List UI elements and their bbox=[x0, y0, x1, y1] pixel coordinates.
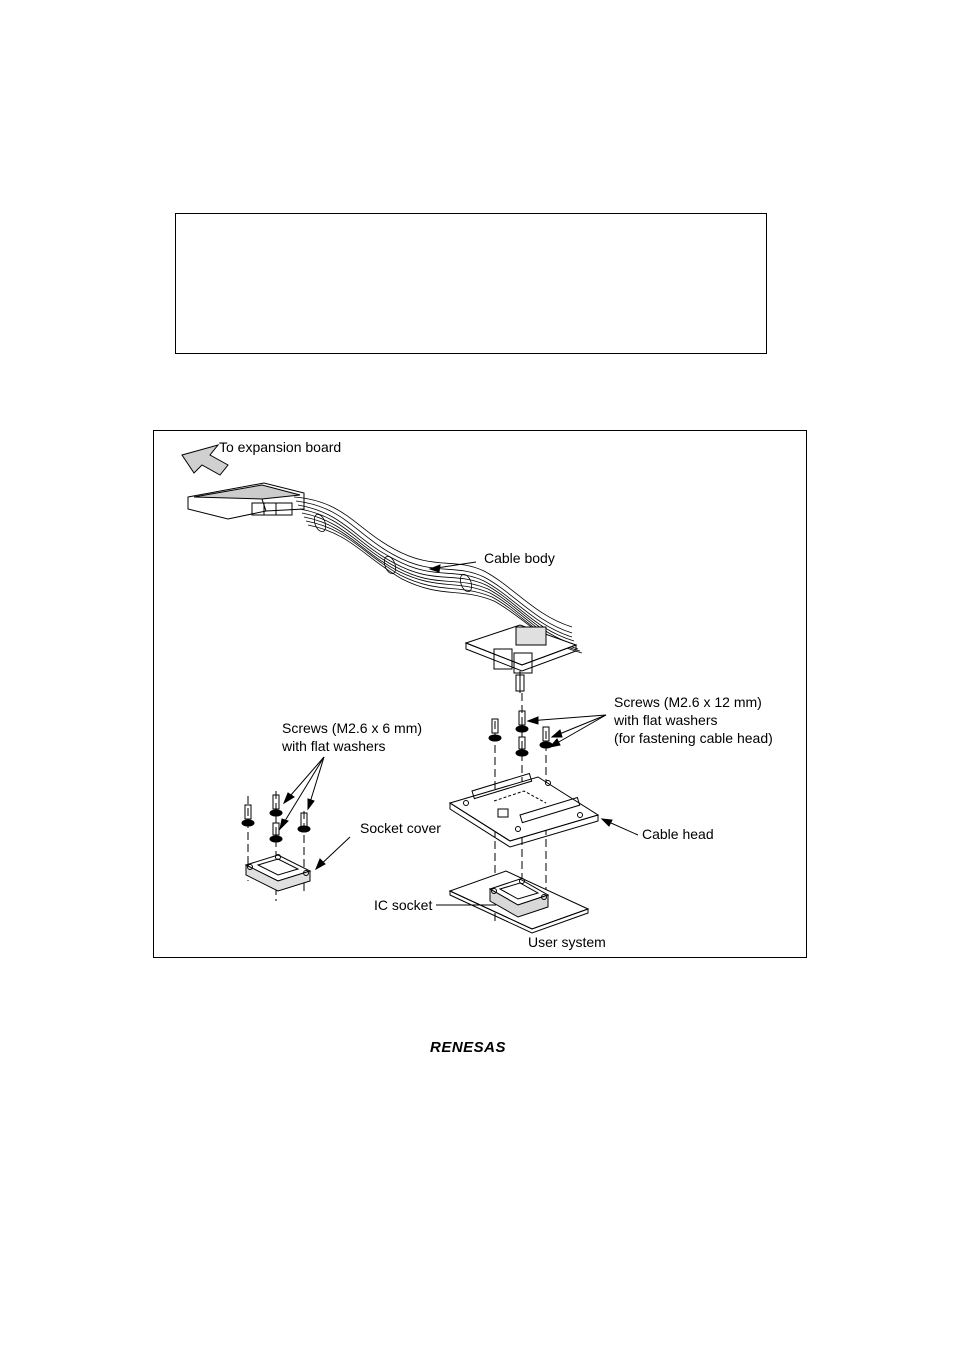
expansion-arrow bbox=[181, 444, 229, 476]
socket-cover bbox=[244, 854, 312, 892]
expansion-connector bbox=[187, 482, 305, 520]
socket-cover-pointer bbox=[315, 836, 351, 871]
label-user-system: User system bbox=[528, 934, 606, 950]
cable-head-pointer bbox=[600, 818, 639, 836]
label-screws-12mm-line2: with flat washers bbox=[614, 712, 718, 728]
cable-body bbox=[293, 496, 583, 654]
renesas-logo: RENESAS bbox=[430, 1037, 530, 1060]
label-screws-6mm-line2: with flat washers bbox=[282, 738, 386, 754]
cable-head-board bbox=[448, 772, 600, 848]
label-cable-body: Cable body bbox=[484, 550, 555, 566]
notice-box bbox=[175, 213, 767, 354]
svg-text:RENESAS: RENESAS bbox=[430, 1039, 506, 1055]
assembly-diagram bbox=[181, 444, 639, 934]
label-screws-6mm-line1: Screws (M2.6 x 6 mm) bbox=[282, 720, 423, 736]
cable-end-board bbox=[464, 624, 578, 693]
figure-frame: To expansion board Cable body Screws (M2… bbox=[153, 430, 807, 958]
cable-head-screws bbox=[488, 710, 553, 757]
ic-socket bbox=[488, 878, 550, 918]
label-cable-head: Cable head bbox=[642, 826, 714, 842]
cable-head-screw-arrows bbox=[526, 714, 607, 748]
label-screws-12mm-line1: Screws (M2.6 x 12 mm) bbox=[614, 694, 762, 710]
socket-cover-screw-arrows bbox=[279, 756, 325, 831]
label-socket-cover: Socket cover bbox=[360, 820, 441, 836]
label-to-expansion-board: To expansion board bbox=[219, 439, 342, 455]
socket-cover-screws bbox=[241, 794, 311, 843]
label-screws-12mm-line3: (for fastening cable head) bbox=[614, 730, 773, 746]
label-ic-socket: IC socket bbox=[374, 897, 433, 913]
cable-body-pointer bbox=[428, 561, 477, 573]
